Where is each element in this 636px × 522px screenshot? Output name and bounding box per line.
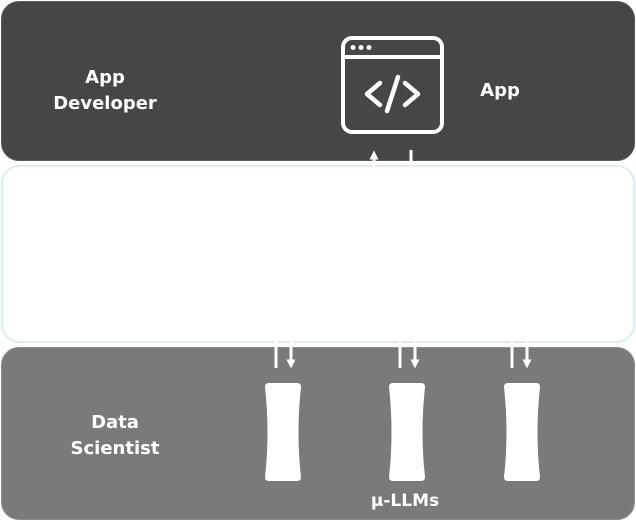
data-scientist-label-line1: Data [91, 412, 139, 433]
app-developer-label-line2: Developer [53, 93, 157, 114]
code-window-icon [341, 36, 444, 134]
app-label: App [480, 80, 520, 101]
data-scientist-label: Data Scientist [60, 410, 170, 462]
app-developer-label-line1: App [85, 67, 125, 88]
data-scientist-label-line2: Scientist [70, 438, 160, 459]
micro-llm-model-icon [265, 383, 301, 481]
mu-llms-label: μ-LLMs [370, 491, 440, 511]
micro-llm-model-icon [504, 383, 540, 481]
app-developer-layer [1, 1, 635, 161]
micro-llm-model-icon [389, 383, 425, 481]
middle-layer [1, 165, 635, 343]
app-developer-label: App Developer [50, 65, 160, 117]
